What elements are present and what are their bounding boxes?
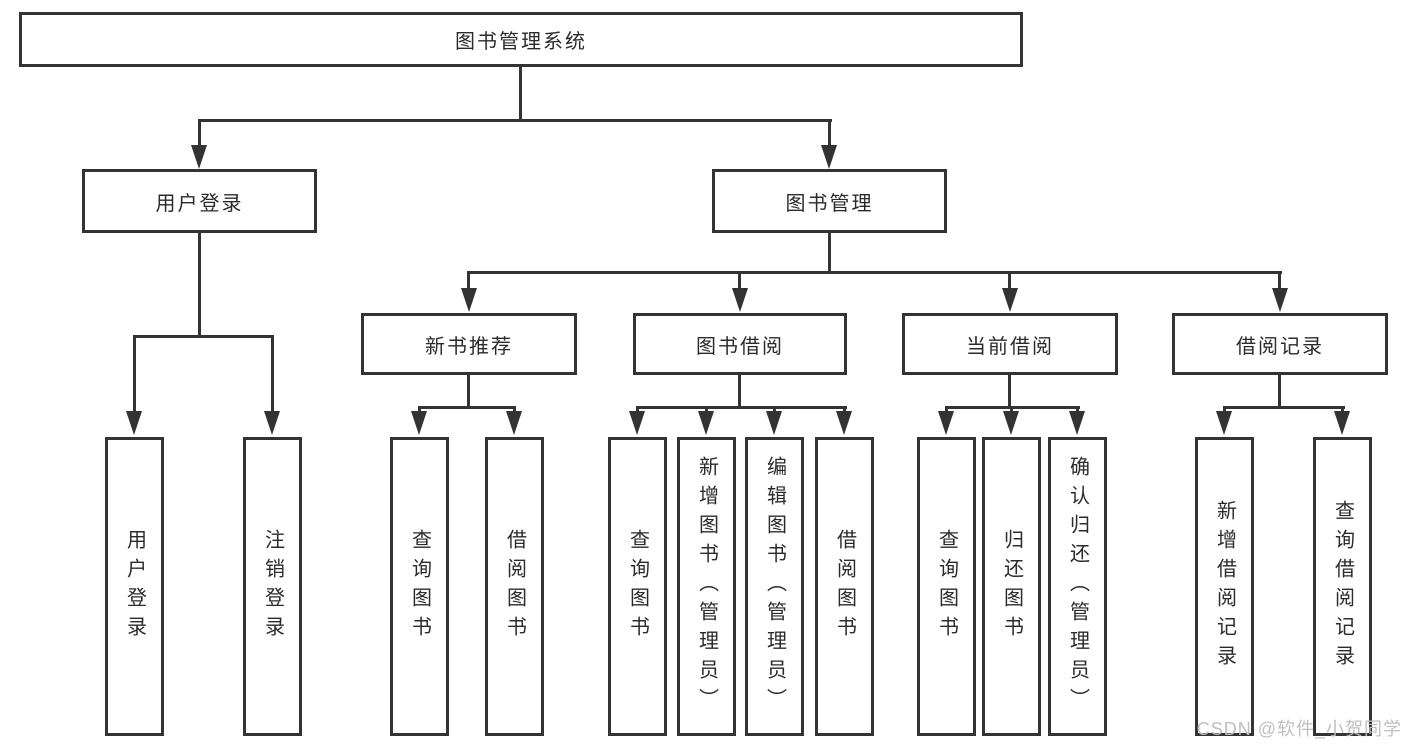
connector-leaf-stem (636, 406, 639, 414)
leaf-records-add-record-label: 新增借阅记录 (1213, 499, 1236, 674)
node-book-management: 图书管理 (712, 169, 947, 233)
leaf-borrow-borrow-books: 借阅图书 (815, 437, 874, 736)
leaf-logout-label: 注销登录 (261, 528, 284, 645)
leaf-borrow-add-books-admin-label: 新增图书（管理员） (695, 456, 718, 717)
arrowhead-icon (506, 411, 522, 435)
arrowhead-icon (938, 411, 954, 435)
node-current-borrow: 当前借阅 (902, 313, 1118, 375)
node-root-label: 图书管理系统 (455, 31, 587, 53)
connector-book-mgmt-stem (828, 119, 831, 147)
leaf-records-query-record-label: 查询借阅记录 (1331, 499, 1354, 674)
leaf-user-login-label: 用户登录 (123, 528, 146, 645)
leaf-current-return-books: 归还图书 (982, 437, 1041, 736)
connector-leaf-stem (1076, 406, 1079, 414)
connector-level3-rail (468, 271, 1282, 274)
arrowhead-icon (126, 411, 142, 435)
arrowhead-icon (1002, 288, 1018, 312)
connector-currentborrow-down (1008, 375, 1011, 408)
connector-leaf-stem (773, 406, 776, 414)
connector-level3-stem (467, 271, 470, 290)
connector-records-down (1278, 375, 1281, 408)
connector-level3-stem (738, 271, 741, 290)
connector-leaf-stem (1341, 406, 1344, 414)
arrowhead-icon (411, 411, 427, 435)
connector-leaf-stem (418, 406, 421, 414)
leaf-borrow-add-books-admin: 新增图书（管理员） (677, 437, 736, 736)
connector-newbooks-down (467, 375, 470, 408)
node-book-borrow: 图书借阅 (633, 313, 847, 375)
node-new-book-recommend: 新书推荐 (361, 313, 577, 375)
leaf-borrow-query-books-label: 查询图书 (626, 528, 649, 645)
node-user-login: 用户登录 (82, 169, 317, 233)
connector-leaf-stem (705, 406, 708, 414)
leaf-records-query-record: 查询借阅记录 (1313, 437, 1372, 736)
connector-level3-stem (1278, 271, 1281, 290)
connector-level3-stem (1008, 271, 1011, 290)
connector-leaf-stem (1223, 406, 1226, 414)
node-root: 图书管理系统 (19, 12, 1023, 67)
leaf-records-add-record: 新增借阅记录 (1195, 437, 1254, 736)
leaf-current-confirm-return-admin-label: 确认归还（管理员） (1066, 456, 1089, 717)
arrowhead-icon (732, 288, 748, 312)
connector-bookborrow-rail (636, 406, 847, 409)
leaf-current-return-books-label: 归还图书 (1000, 528, 1023, 645)
arrowhead-icon (1069, 411, 1085, 435)
node-borrow-records: 借阅记录 (1172, 313, 1388, 375)
leaf-current-query-books: 查询图书 (917, 437, 976, 736)
connector-leaf-stem (843, 406, 846, 414)
leaf-newbooks-borrow-books: 借阅图书 (485, 437, 544, 736)
arrowhead-icon (698, 411, 714, 435)
connector-bookborrow-down (738, 375, 741, 408)
node-book-management-label: 图书管理 (785, 192, 874, 215)
leaf-logout: 注销登录 (243, 437, 302, 736)
arrowhead-icon (821, 145, 837, 169)
connector-user-login-down (198, 233, 201, 337)
connector-records-rail (1223, 406, 1345, 409)
leaf-borrow-edit-books-admin-label: 编辑图书（管理员） (763, 456, 786, 717)
connector-newbooks-rail (418, 406, 516, 409)
node-new-book-recommend-label: 新书推荐 (425, 335, 513, 358)
connector-leaf-stem (1010, 406, 1013, 414)
arrowhead-icon (1272, 288, 1288, 312)
arrowhead-icon (461, 288, 477, 312)
connector-leaf-stem (271, 335, 274, 413)
arrowhead-icon (264, 411, 280, 435)
leaf-newbooks-query-books-label: 查询图书 (408, 528, 431, 645)
leaf-current-confirm-return-admin: 确认归还（管理员） (1048, 437, 1107, 736)
connector-root-stub (519, 67, 522, 121)
node-current-borrow-label: 当前借阅 (966, 335, 1054, 358)
leaf-current-query-books-label: 查询图书 (935, 528, 958, 645)
leaf-newbooks-borrow-books-label: 借阅图书 (503, 528, 526, 645)
connector-user-login-stem (198, 119, 201, 147)
arrowhead-icon (629, 411, 645, 435)
connector-leaf-stem (133, 335, 136, 413)
node-user-login-label: 用户登录 (155, 192, 244, 215)
leaf-newbooks-query-books: 查询图书 (390, 437, 449, 736)
connector-leaf-stem (945, 406, 948, 414)
connector-leaf-stem (513, 406, 516, 414)
connector-level2-rail (198, 119, 832, 122)
connector-user-login-rail (133, 335, 274, 338)
leaf-user-login: 用户登录 (105, 437, 164, 736)
arrowhead-icon (1003, 411, 1019, 435)
arrowhead-icon (836, 411, 852, 435)
node-borrow-records-label: 借阅记录 (1236, 335, 1324, 358)
leaf-borrow-edit-books-admin: 编辑图书（管理员） (745, 437, 804, 736)
arrowhead-icon (191, 145, 207, 169)
leaf-borrow-query-books: 查询图书 (608, 437, 667, 736)
connector-book-mgmt-down (828, 233, 831, 273)
watermark: CSDN @软件_小贺同学 (1196, 719, 1402, 739)
node-book-borrow-label: 图书借阅 (696, 335, 784, 358)
arrowhead-icon (766, 411, 782, 435)
leaf-borrow-borrow-books-label: 借阅图书 (833, 528, 856, 645)
arrowhead-icon (1334, 411, 1350, 435)
arrowhead-icon (1216, 411, 1232, 435)
